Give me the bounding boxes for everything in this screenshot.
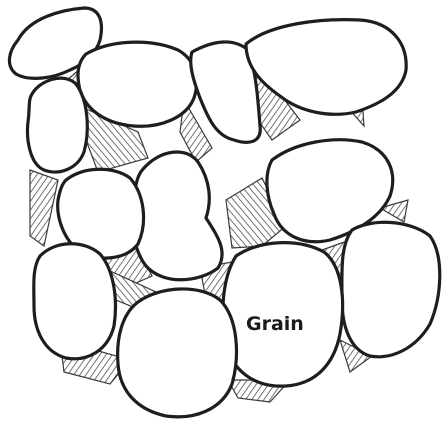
grain [28, 78, 88, 172]
grain [34, 244, 116, 359]
grain [78, 42, 197, 126]
pore-cement [30, 170, 58, 246]
grain [132, 152, 222, 280]
grain-label: Grain [246, 313, 304, 335]
grains-layer [9, 8, 439, 417]
grain [118, 289, 237, 417]
grain [342, 222, 440, 356]
